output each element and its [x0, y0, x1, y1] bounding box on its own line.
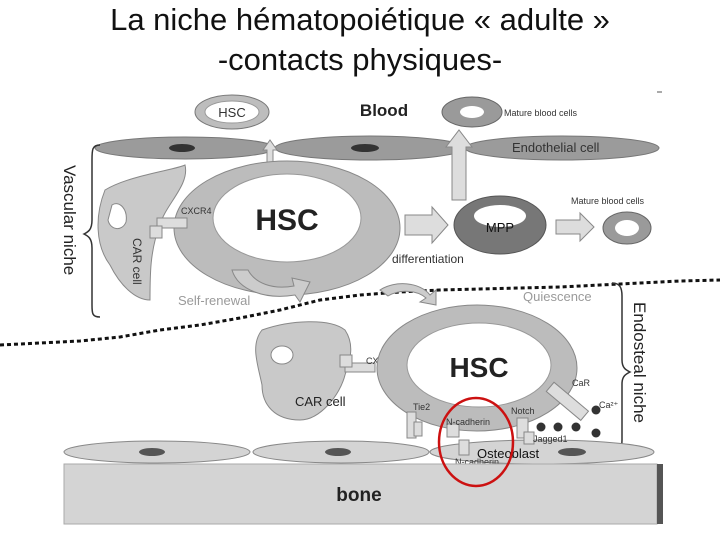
small-hsc-label: HSC	[218, 105, 245, 120]
slide-title-line1: La niche hématopoiétique « adulte »	[110, 2, 610, 37]
notch-receptor	[516, 417, 529, 439]
mpp-label: MPP	[486, 220, 514, 235]
endosteal-niche-bracket	[611, 282, 632, 453]
self-renewal-label: Self-renewal	[178, 293, 250, 308]
endosteal-niche-label: Endosteal niche	[630, 302, 649, 423]
bone-area	[63, 463, 658, 525]
n-cadherin-bottom-label: N-cadherin	[455, 457, 499, 467]
osteoblast-layer	[63, 439, 655, 465]
tie2-ligand	[413, 421, 423, 437]
endosteal-car-nucleus	[270, 345, 294, 365]
maturation-arrow	[555, 211, 595, 243]
cxcr4-top-label: CXCR4	[181, 206, 212, 216]
small-hsc-cell: HSC	[194, 94, 270, 130]
mpp-cell: MPP	[453, 195, 547, 255]
differentiation-arrow	[404, 205, 449, 245]
quiescence-arrow	[379, 283, 437, 306]
jagged1-ligand	[523, 431, 535, 445]
blood-label: Blood	[360, 101, 408, 120]
car-cell-label: CAR cell	[295, 394, 346, 409]
n-cadherin-hsc	[446, 423, 460, 438]
mpp-up-arrow	[444, 129, 474, 201]
cxcr4-receptor-top	[156, 217, 188, 229]
car-receptor	[545, 381, 590, 422]
car-label: CaR	[572, 378, 591, 388]
notch-label: Notch	[511, 406, 535, 416]
vascular-car-cell	[97, 164, 187, 301]
bone-label: bone	[336, 485, 381, 506]
quiescence-label: Quiescence	[523, 289, 592, 304]
n-cadherin-top-label: N-cadherin	[446, 417, 490, 427]
mature-blood-cells-top-label: Mature blood cells	[504, 108, 578, 118]
vascular-niche-bracket	[82, 144, 101, 318]
mature-blood-cell-top	[441, 96, 503, 128]
vascular-niche-label: Vascular niche	[60, 165, 79, 275]
niche-boundary-line	[0, 278, 720, 347]
calcium-label: Ca²⁺	[599, 400, 619, 410]
differentiation-label: differentiation	[392, 252, 464, 266]
vascular-car-nucleus	[107, 203, 127, 229]
main-hsc-cell: HSC	[173, 160, 401, 296]
bone-right-edge	[657, 464, 663, 524]
n-cadherin-osteoblast	[458, 439, 470, 456]
mature-blood-cell-mid	[602, 211, 652, 245]
main-hsc-label: HSC	[255, 204, 318, 237]
bottom-hsc-label: HSC	[449, 352, 508, 383]
self-renewal-arrow	[231, 269, 311, 303]
slide-title-line2: -contacts physiques-	[217, 42, 503, 77]
tie2-label: Tie2	[413, 402, 430, 412]
bottom-hsc-cell: HSC	[376, 304, 578, 432]
jagged1-label: Jagged1	[533, 434, 568, 444]
osteoblast-label: Osteoblast	[477, 446, 540, 461]
mature-blood-cells-mid-label: Mature blood cells	[571, 196, 645, 206]
highlight-circle	[437, 396, 515, 488]
car-cell-vertical-label: CAR cell	[130, 238, 144, 285]
cxcr4-ligand-bottom	[339, 354, 353, 368]
endothelial-cell-label: Endothelial cell	[512, 140, 600, 155]
cxcr4-ligand-top	[149, 225, 163, 239]
